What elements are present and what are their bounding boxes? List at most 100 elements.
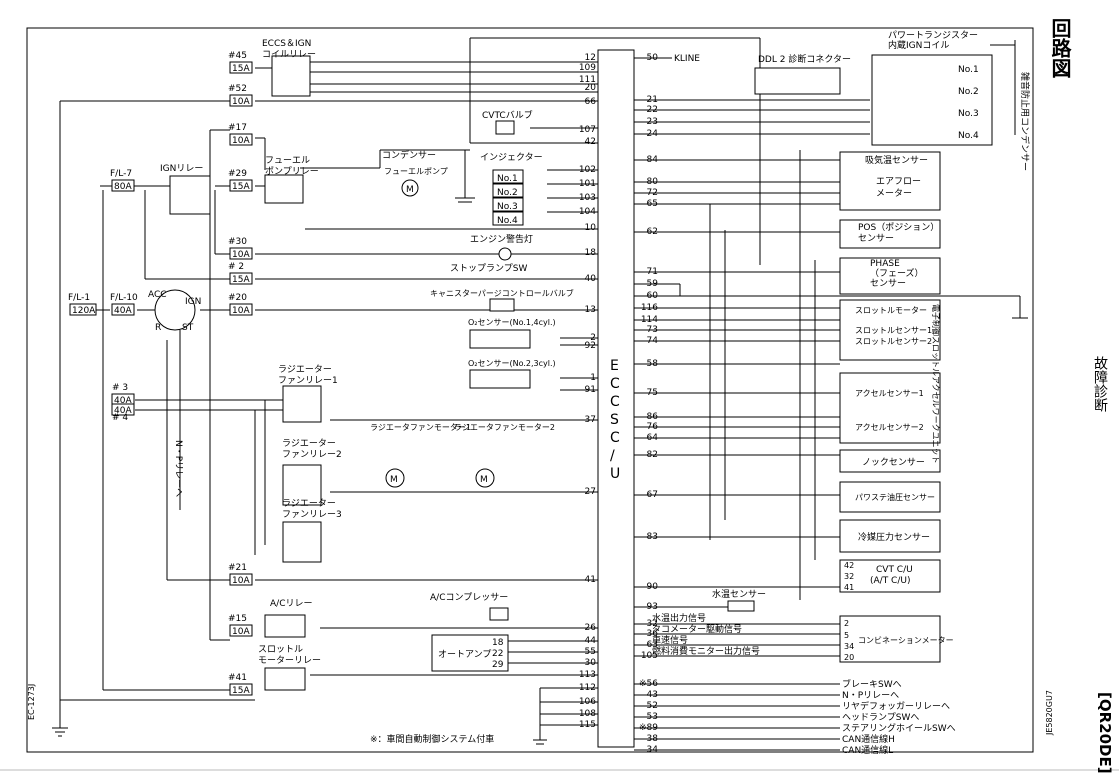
throttle-sensor-1-label: スロットルセンサー1 [855, 326, 932, 335]
pos-sensor-label: POS（ポジション）センサー [858, 222, 939, 244]
fuse-id: F/L-10 [110, 293, 138, 303]
accel-unit-label: アクセルワークユニット [931, 376, 940, 464]
bottom-signal-2: N・Pリレーへ [842, 691, 899, 701]
refrigerant-sensor-label: 冷媒圧力センサー [858, 531, 930, 543]
o2-sensor-1-label: O₂センサー(No.1,4cyl.) [468, 318, 556, 327]
ac-relay-label: A/Cリレー [270, 599, 312, 609]
fuel-pump-label: フューエルポンプ [384, 167, 448, 176]
injector-no3: No.3 [497, 202, 518, 212]
ac-compressor-label: A/Cコンプレッサー [430, 592, 508, 603]
fuse-rating: 40A [114, 396, 132, 406]
title-vertical: 回路図 [1048, 18, 1072, 78]
fan-motor-2-label: ラジエータファンモーター2 [454, 423, 555, 432]
ign-relay-label: IGNリレー [160, 164, 203, 174]
ecu-left-pin: 18 [585, 248, 597, 258]
fuse [229, 247, 253, 260]
bottom-signal-3: リヤデフォッガーリレーへ [842, 700, 950, 712]
ecu-letter: U [610, 466, 620, 482]
left-relays: M M M [154, 55, 531, 691]
auto-amp-box [431, 634, 509, 672]
knock-sensor-label: ノックセンサー [862, 457, 925, 468]
fuse-id: #17 [228, 123, 247, 133]
injector-label: インジェクター [480, 152, 543, 163]
fuse-rating: 15A [232, 64, 250, 74]
throttle-sensor-2-label: スロットルセンサー2 [855, 337, 932, 346]
auto-amp-pin-22: 22 [492, 649, 503, 659]
svg-text:M: M [480, 475, 488, 485]
o2-sensor-2-label: O₂センサー(No.2,3cyl.) [468, 359, 556, 368]
kline-label: KLINE [674, 54, 700, 64]
fuse-id: #20 [228, 293, 247, 303]
ecu-letter: S [610, 412, 619, 428]
ecu-letter: C [610, 430, 620, 446]
section-vertical: 故障診断 [1092, 356, 1108, 412]
fuse-id: # 2 [228, 262, 244, 272]
accel-sensor-1-label: アクセルセンサー1 [855, 389, 924, 398]
fan-motor-1-label: ラジエータファンモーター1 [370, 423, 471, 432]
svg-text:M: M [390, 475, 398, 485]
fan-relay-2-label: ラジエーターファンリレー2 [282, 438, 342, 460]
meter-signal-3: 車速信号 [652, 634, 688, 646]
fuse-id: # 4 [112, 413, 128, 423]
fuse-id: #30 [228, 237, 247, 247]
power-transistor-label: パワートランジスター内蔵IGNコイル [888, 30, 978, 51]
injector-no1: No.1 [497, 174, 518, 184]
fuse-rating: 120A [72, 306, 96, 316]
auto-amp-label: オートアンプ [438, 649, 491, 660]
fuse [229, 133, 253, 146]
diagram-frame [26, 27, 1034, 753]
fuse [111, 403, 135, 416]
fuse-rating: 10A [232, 576, 250, 586]
phase-sensor-label: PHASE（フェーズ）センサー [870, 259, 924, 289]
injector-no4: No.4 [497, 216, 518, 226]
coil-no1: No.1 [958, 65, 979, 75]
fuse-rating: 10A [232, 627, 250, 637]
noise-condenser-label: 雑音防止用コンデンサー [1019, 72, 1031, 171]
water-temp-sensor-label: 水温センサー [712, 588, 766, 600]
right-component-boxes [727, 54, 993, 663]
right-wiring [634, 40, 1028, 751]
model-vertical: [QR20DE] [1096, 692, 1114, 774]
fuse-rating: 80A [114, 182, 132, 192]
fuse-id: F/L-7 [110, 169, 132, 179]
accel-sensor-2-label: アクセルセンサー2 [855, 423, 924, 432]
fuse-rating: 15A [232, 686, 250, 696]
coil-no4: No.4 [958, 131, 979, 141]
throttle-relay-label: スロットルモーターリレー [258, 645, 321, 666]
cvt-pin-32: 32 [844, 572, 854, 581]
throttle-motor-label: スロットルモーター [855, 306, 927, 315]
meter-signal-4: 燃料消費モニター出力信号 [652, 645, 760, 657]
fuse [229, 179, 253, 192]
ecu-letter: / [610, 448, 615, 464]
stop-lamp-sw-label: ストップランプSW [450, 263, 527, 274]
combination-meter-label: コンビネーションメーター [858, 636, 954, 645]
meter-pin-5: 5 [844, 631, 849, 640]
fuse [229, 303, 253, 316]
fuse-id: F/L-1 [68, 293, 90, 303]
fuse-id: #29 [228, 169, 247, 179]
left-wiring [52, 37, 761, 745]
fuse-id: #52 [228, 84, 247, 94]
fuse [229, 624, 253, 637]
fuse-id: #21 [228, 563, 247, 573]
ps-sensor-label: パワステ油圧センサー [855, 492, 935, 502]
condenser-label: コンデンサー [382, 149, 436, 161]
ecu-box [597, 49, 635, 748]
ecu-left-pin: 42 [585, 137, 596, 147]
ecu-left-pin: 10 [585, 223, 597, 233]
fuse-rating: 10A [232, 306, 250, 316]
ignsw-ign: IGN [185, 297, 201, 307]
fuse [229, 573, 253, 586]
fuse [229, 272, 253, 285]
fuse [69, 303, 97, 316]
meter-pin-2: 2 [844, 619, 849, 628]
fuse-id: #15 [228, 614, 247, 624]
fuse-rating: 10A [232, 97, 250, 107]
cvt-pin-41: 41 [844, 583, 854, 592]
fuse [111, 303, 135, 316]
footnote: ※：車間自動制御システム付車 [370, 733, 494, 745]
ignsw-acc: ACC [148, 290, 167, 300]
